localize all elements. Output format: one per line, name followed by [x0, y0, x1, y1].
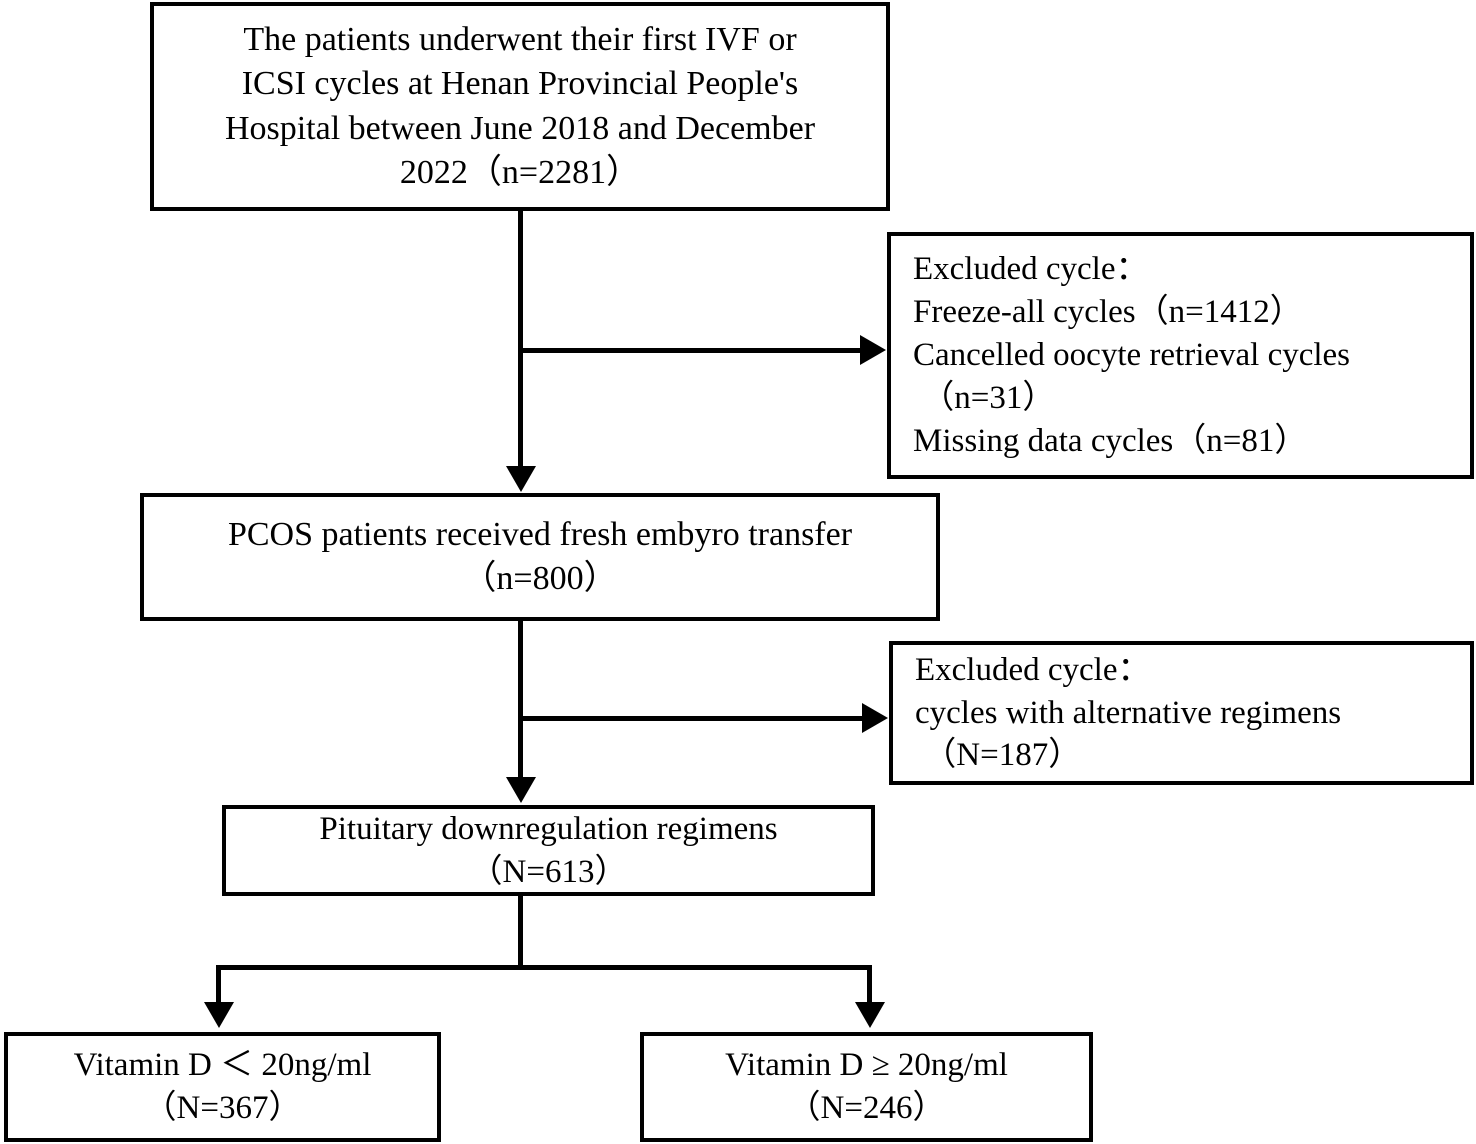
node-source-line-4: 2022（n=2281） — [399, 153, 641, 191]
connector-split-drop-right-arrowhead — [855, 1002, 885, 1028]
node-pcos-line-2: （n=800） — [462, 560, 618, 597]
connector-split-drop-left-line — [216, 965, 221, 1007]
connector-source-to-excluded-1-line — [520, 348, 863, 353]
node-vitamin-d-deficient-group: Vitamin D ＜ 20ng/ml （N=367） — [4, 1032, 441, 1142]
node-excluded-cycles-2: Excluded cycle： cycles with alternative … — [889, 641, 1474, 785]
connector-pituitary-split-bar — [216, 965, 872, 970]
node-vitd-high-line-2: （N=246） — [787, 1090, 946, 1126]
node-excluded-cycles-1: Excluded cycle： Freeze-all cycles（n=1412… — [887, 232, 1474, 479]
node-source-line-1: The patients underwent their first IVF o… — [243, 21, 797, 59]
connector-source-to-pcos-line — [518, 211, 523, 470]
node-pituitary-downregulation: Pituitary downregulation regimens （N=613… — [222, 805, 875, 896]
node-excluded-1-line-1: Excluded cycle： — [913, 251, 1149, 288]
node-excluded-1-line-2: Freeze-all cycles（n=1412） — [913, 294, 1303, 331]
node-pcos-line-1: PCOS patients received fresh embyro tran… — [227, 515, 853, 553]
connector-split-drop-left-arrowhead — [204, 1002, 234, 1028]
node-pituitary-line-1: Pituitary downregulation regimens — [319, 810, 778, 847]
node-source-line-3: Hospital between June 2018 and December — [224, 109, 816, 147]
node-excluded-1-line-4: （n=31） — [913, 379, 1056, 416]
node-source-cohort: The patients underwent their first IVF o… — [150, 2, 890, 211]
connector-source-to-pcos-arrowhead — [506, 466, 536, 492]
node-source-line-2: ICSI cycles at Henan Provincial People's — [241, 65, 799, 103]
connector-pcos-to-excluded-2-line — [520, 716, 865, 721]
connector-source-to-excluded-1-arrowhead — [860, 335, 886, 365]
connector-pcos-to-pituitary-arrowhead — [506, 777, 536, 803]
node-excluded-2-line-3: （N=187） — [915, 737, 1082, 774]
node-excluded-1-line-3: Cancelled oocyte retrieval cycles — [913, 337, 1351, 374]
connector-pituitary-split-stem — [518, 896, 523, 969]
node-vitd-low-line-2: （N=367） — [143, 1090, 302, 1126]
node-vitd-low-line-1: Vitamin D ＜ 20ng/ml — [73, 1047, 372, 1084]
node-vitd-high-line-1: Vitamin D ≥ 20ng/ml — [725, 1047, 1008, 1084]
node-excluded-2-line-1: Excluded cycle： — [915, 651, 1151, 688]
node-excluded-1-line-5: Missing data cycles（n=81） — [913, 422, 1308, 459]
node-pituitary-line-2: （N=613） — [469, 853, 628, 890]
connector-split-drop-right-line — [867, 965, 872, 1007]
connector-pcos-to-excluded-2-arrowhead — [862, 703, 888, 733]
node-pcos-fresh-transfer: PCOS patients received fresh embyro tran… — [140, 493, 940, 621]
node-excluded-2-line-2: cycles with alternative regimens — [915, 694, 1342, 731]
connector-pcos-to-pituitary-line — [518, 621, 523, 781]
node-vitamin-d-sufficient-group: Vitamin D ≥ 20ng/ml （N=246） — [640, 1032, 1093, 1142]
